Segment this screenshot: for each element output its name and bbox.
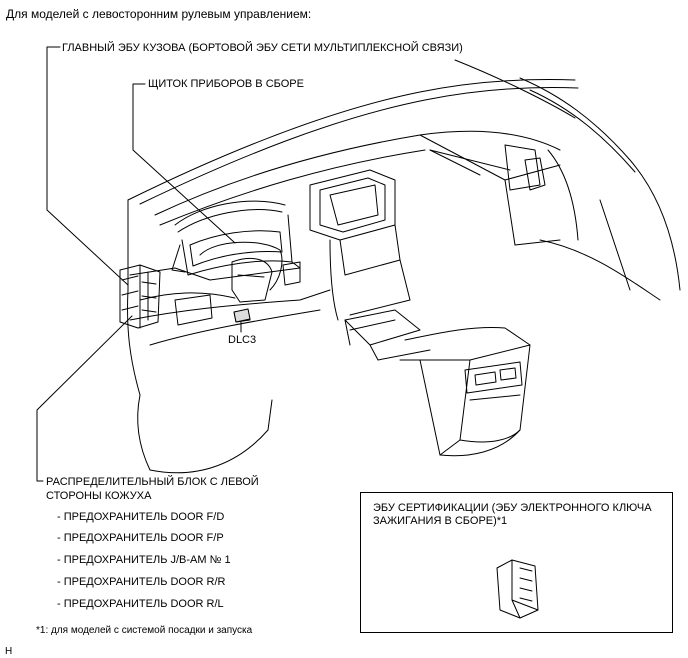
fuse-item: - ПРЕДОХРАНИТЕЛЬ DOOR F/P <box>57 532 224 544</box>
dlc3-connector <box>233 308 251 323</box>
label-instrument-panel: ЩИТОК ПРИБОРОВ В СБОРЕ <box>148 78 304 90</box>
dashboard-top <box>154 130 579 246</box>
label-main-body-ecu: ГЛАВНЫЙ ЭБУ КУЗОВА (БОРТОВОЙ ЭБУ СЕТИ МУ… <box>62 42 463 54</box>
leader-main-body-ecu <box>46 46 129 286</box>
fuse-item: - ПРЕДОХРАНИТЕЛЬ J/B-AM № 1 <box>57 554 231 566</box>
certification-ecu-drawing <box>496 559 539 619</box>
page-header: Для моделей с левосторонним рулевым упра… <box>6 7 312 21</box>
fuse-item: - ПРЕДОХРАНИТЕЛЬ DOOR R/R <box>57 576 226 588</box>
fuse-item: - ПРЕДОХРАНИТЕЛЬ DOOR R/L <box>57 598 224 610</box>
leader-instrument-panel <box>132 83 236 244</box>
certification-ecu-box <box>360 492 673 633</box>
right-dash-trim <box>429 144 661 301</box>
label-certification-line2: ЗАЖИГАНИЯ В СБОРЕ)*1 <box>373 515 508 527</box>
center-console <box>344 309 531 457</box>
fuse-item: - ПРЕДОХРАНИТЕЛЬ DOOR F/D <box>57 511 225 523</box>
footnote: *1: для моделей с системой посадки и зап… <box>36 625 253 636</box>
leader-junction-block <box>36 315 133 482</box>
corner-code: H <box>5 646 13 657</box>
label-junction-block-line2: СТОРОНЫ КОЖУХА <box>46 490 152 502</box>
leader-lines <box>36 46 242 482</box>
label-dlc3: DLC3 <box>228 334 257 346</box>
instrument-cluster <box>171 200 301 276</box>
center-stack <box>309 169 411 346</box>
windshield-frame <box>127 59 681 291</box>
label-junction-block-line1: РАСПРЕДЕЛИТЕЛЬНЫЙ БЛОК С ЛЕВОЙ <box>46 476 259 488</box>
label-certification-line1: ЭБУ СЕРТИФИКАЦИИ (ЭБУ ЭЛЕКТРОННОГО КЛЮЧА <box>373 502 652 514</box>
lower-dashboard-left <box>129 261 331 346</box>
junction-block-ecu <box>119 264 161 329</box>
